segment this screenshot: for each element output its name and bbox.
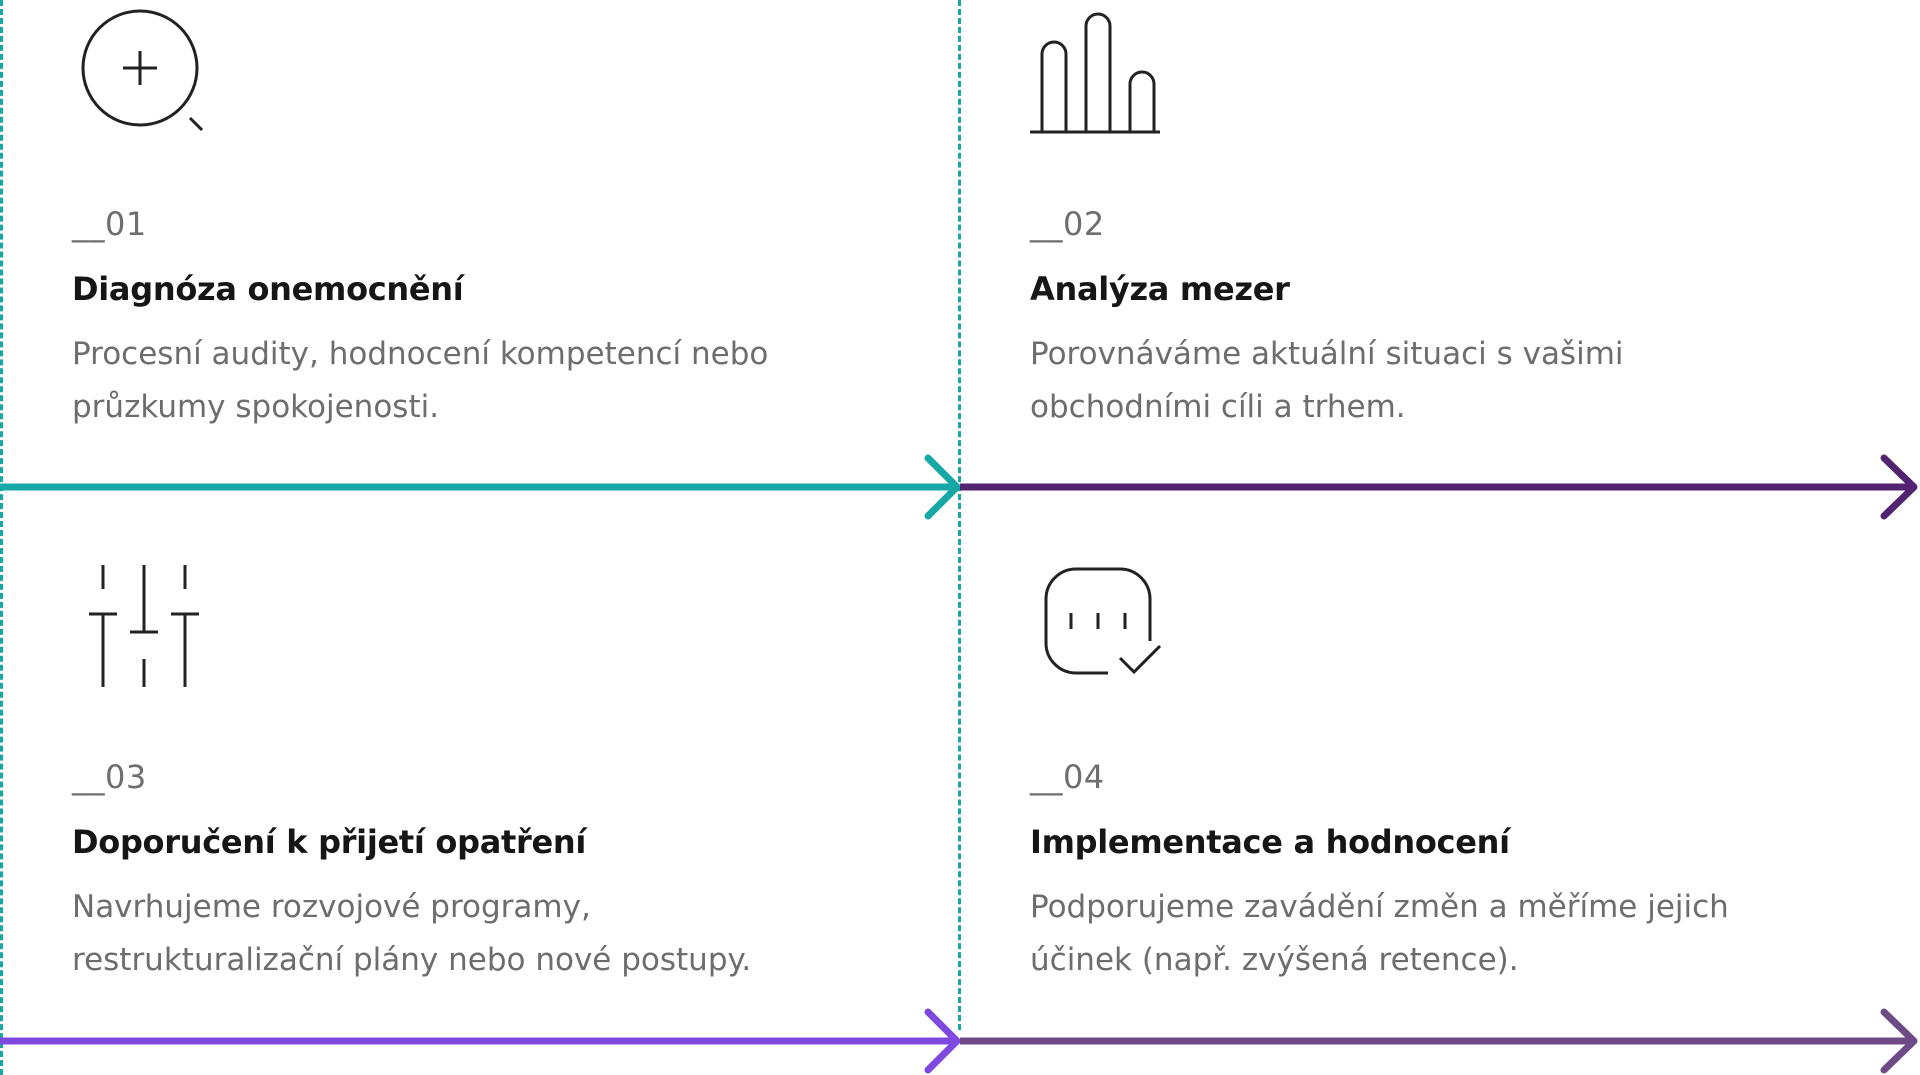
description-line: Navrhujeme rozvojové programy, — [72, 889, 591, 925]
description-line: restrukturalizační plány nebo nové postu… — [72, 942, 752, 978]
description-line: účinek (např. zvýšená retence). — [1030, 942, 1519, 978]
step-number: __02 — [1030, 205, 1105, 243]
step-title: Doporučení k přijetí opatření — [72, 823, 587, 861]
center-dashed-line — [958, 0, 961, 1030]
step-number: __04 — [1030, 758, 1105, 796]
left-dashed-line — [0, 0, 3, 1075]
description-line: Podporujeme zavádění změn a měříme jejic… — [1030, 889, 1729, 925]
checklist-icon — [1044, 567, 1162, 675]
step-number: __01 — [72, 205, 147, 243]
description-line: Porovnáváme aktuální situaci s vašimi — [1030, 336, 1624, 372]
step-description: Porovnáváme aktuální situaci s vašimi ob… — [1030, 328, 1790, 434]
bar-chart-icon — [1030, 12, 1160, 134]
sliders-icon — [89, 565, 199, 687]
description-line: Procesní audity, hodnocení kompetencí ne… — [72, 336, 769, 372]
step-title: Diagnóza onemocnění — [72, 270, 464, 308]
description-line: průzkumy spokojenosti. — [72, 389, 440, 425]
magnifier-plus-icon — [81, 9, 204, 132]
step-description: Navrhujeme rozvojové programy, restruktu… — [72, 881, 832, 987]
step-title: Implementace a hodnocení — [1030, 823, 1510, 861]
step-description: Podporujeme zavádění změn a měříme jejic… — [1030, 881, 1790, 987]
description-line: obchodními cíli a trhem. — [1030, 389, 1406, 425]
step-description: Procesní audity, hodnocení kompetencí ne… — [72, 328, 832, 434]
step-number: __03 — [72, 758, 147, 796]
step-title: Analýza mezer — [1030, 270, 1290, 308]
